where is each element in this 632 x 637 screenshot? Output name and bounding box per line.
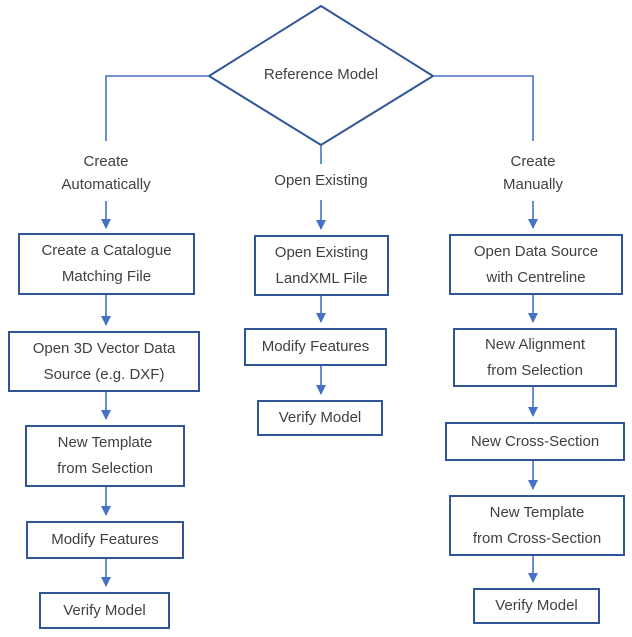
box-verify-model-auto: Verify Model [39, 592, 170, 629]
box-label-line: LandXML File [275, 269, 368, 287]
box-label-line: from Selection [57, 460, 153, 477]
box-create-catalogue-matching-file: Create a Catalogue Matching File [18, 233, 195, 295]
box-label-line: Verify Model [495, 597, 578, 614]
box-open-data-source-with-centreline: Open Data Source with Centreline [449, 234, 623, 295]
branch-label-create-automatically: Create Automatically [36, 150, 176, 196]
connector-diamond-to-left-branch [105, 75, 209, 141]
decision-reference-model: Reference Model [263, 66, 379, 83]
box-modify-features-auto: Modify Features [26, 521, 184, 559]
box-label-line: Source (e.g. DXF) [43, 365, 165, 383]
box-label-line: Modify Features [51, 531, 159, 548]
box-new-cross-section: New Cross-Section [445, 422, 625, 461]
branch-label-create-manually: Create Manually [463, 150, 603, 196]
box-open-3d-vector-data-source: Open 3D Vector Data Source (e.g. DXF) [8, 331, 200, 392]
box-label-line: Modify Features [261, 338, 370, 355]
box-open-existing-landxml-file: Open Existing LandXML File [254, 235, 389, 296]
box-label-line: New Template [57, 434, 153, 451]
connector-diamond-to-right-branch [433, 75, 534, 141]
box-label-line: Open Existing [274, 243, 369, 261]
branch-label-line: Open Existing [274, 172, 368, 189]
box-label-line: Verify Model [63, 601, 146, 619]
branch-label-line: Automatically [61, 176, 151, 193]
box-new-alignment-from-selection: New Alignment from Selection [453, 328, 617, 387]
box-label-line: Open 3D Vector Data [32, 339, 176, 357]
box-label-line: Verify Model [278, 409, 362, 426]
box-label-line: New Alignment [484, 335, 586, 353]
branch-label-open-existing: Open Existing [251, 169, 391, 192]
box-label-line: from Selection [487, 361, 583, 379]
box-label-line: Matching File [61, 268, 152, 285]
box-modify-features-existing: Modify Features [244, 328, 387, 366]
box-label-line: Create a Catalogue [41, 242, 172, 259]
branch-label-line: Create [510, 153, 556, 170]
box-verify-model-existing: Verify Model [257, 400, 383, 436]
box-label-line: from Cross-Section [472, 529, 602, 547]
branch-label-line: Create [83, 153, 129, 170]
box-verify-model-manual: Verify Model [473, 588, 600, 624]
box-new-template-from-selection: New Template from Selection [25, 425, 185, 487]
branch-label-line: Manually [502, 176, 564, 193]
box-label-line: New Cross-Section [470, 432, 600, 450]
box-new-template-from-cross-section: New Template from Cross-Section [449, 495, 625, 556]
box-label-line: Open Data Source [473, 242, 599, 260]
box-label-line: New Template [489, 503, 585, 521]
box-label-line: with Centreline [486, 268, 586, 286]
